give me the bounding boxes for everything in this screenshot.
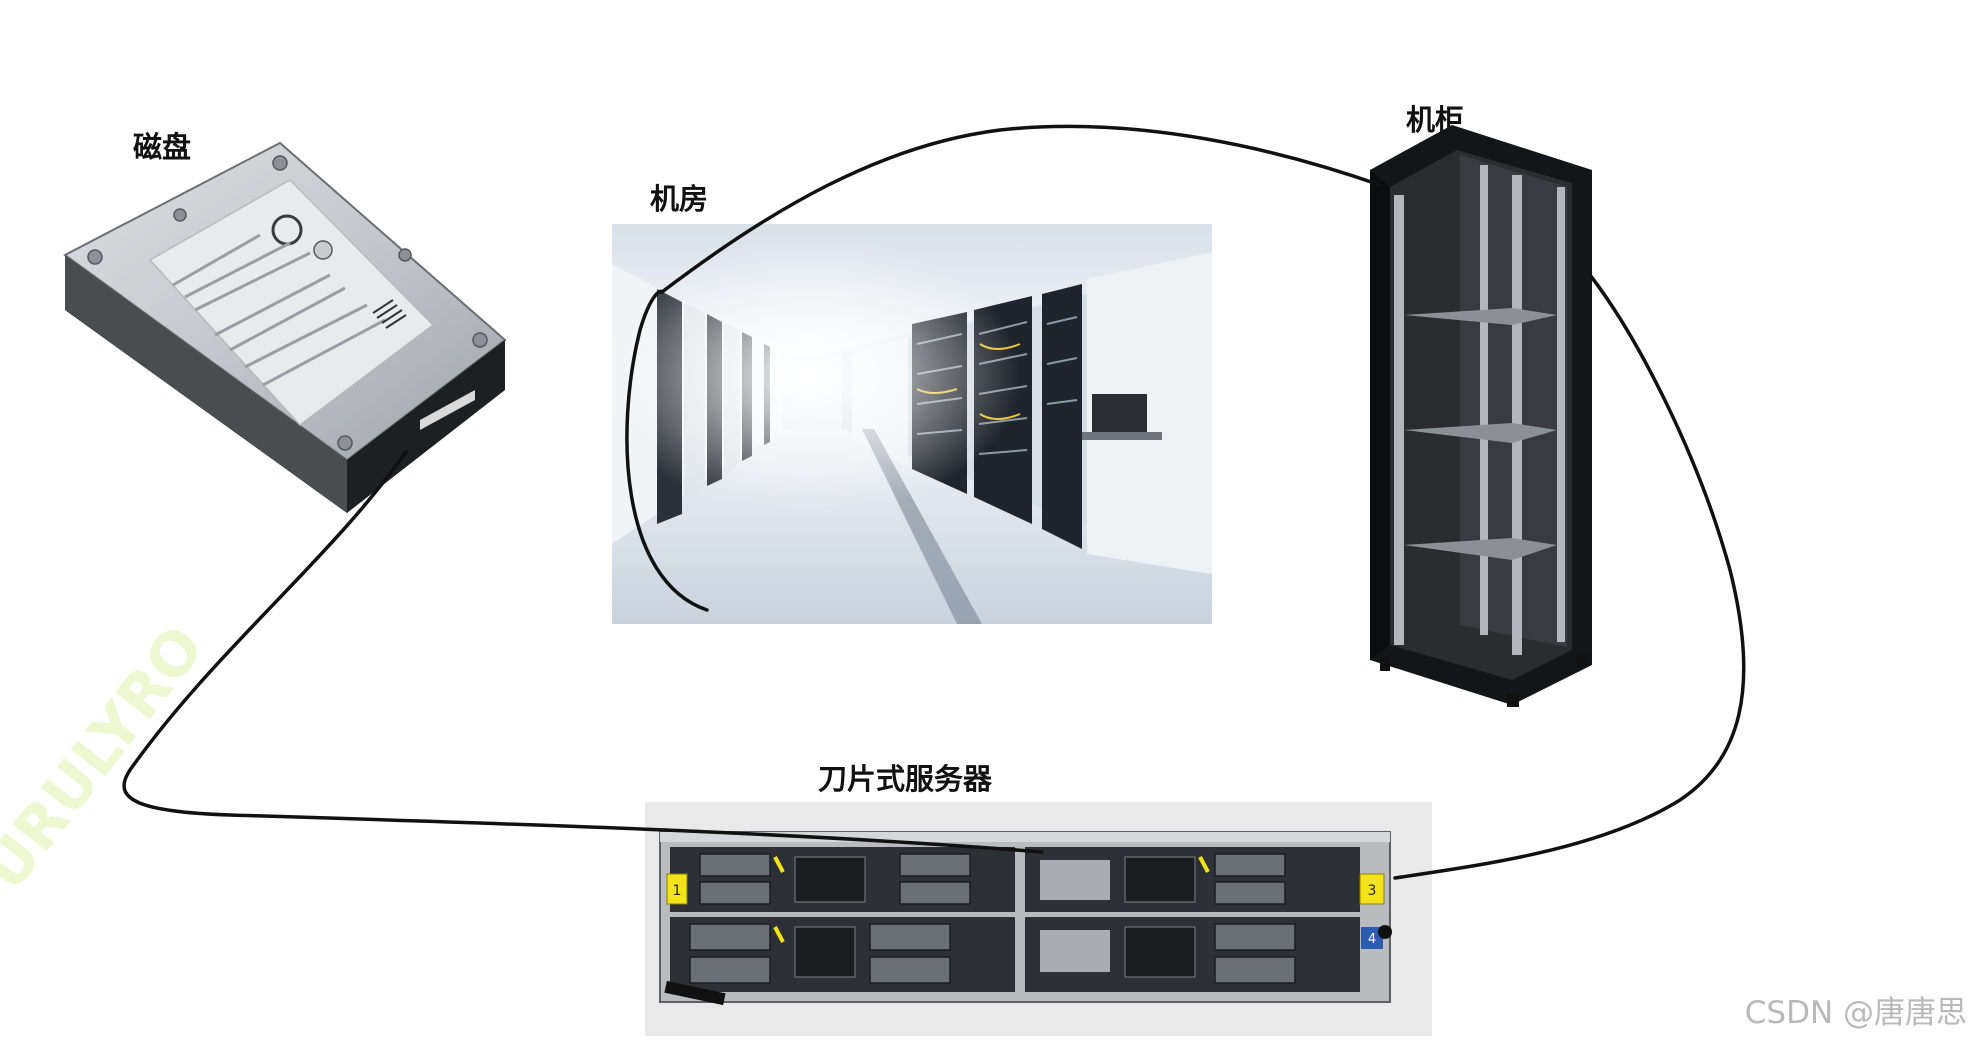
connector-cabinet-to-blade-server: [1393, 273, 1746, 880]
cabinet-image: [1370, 125, 1592, 707]
svg-text:4: 4: [1368, 932, 1376, 947]
connector-machine-room-to-cabinet: [625, 124, 1382, 612]
csdn-watermark: CSDN @唐唐思: [1744, 995, 1967, 1031]
svg-text:3: 3: [1368, 883, 1377, 899]
blade-server-image: 1 3 4: [645, 802, 1432, 1036]
svg-text:1: 1: [673, 883, 682, 899]
machine-room-image: [612, 224, 1212, 624]
disk-label: 磁盘: [133, 130, 192, 164]
connector-disk-to-blade-server: [122, 450, 1044, 854]
blade-server-label: 刀片式服务器: [818, 762, 993, 796]
machine-room-label: 机房: [650, 182, 709, 216]
hard-disk-image: [63, 141, 507, 513]
